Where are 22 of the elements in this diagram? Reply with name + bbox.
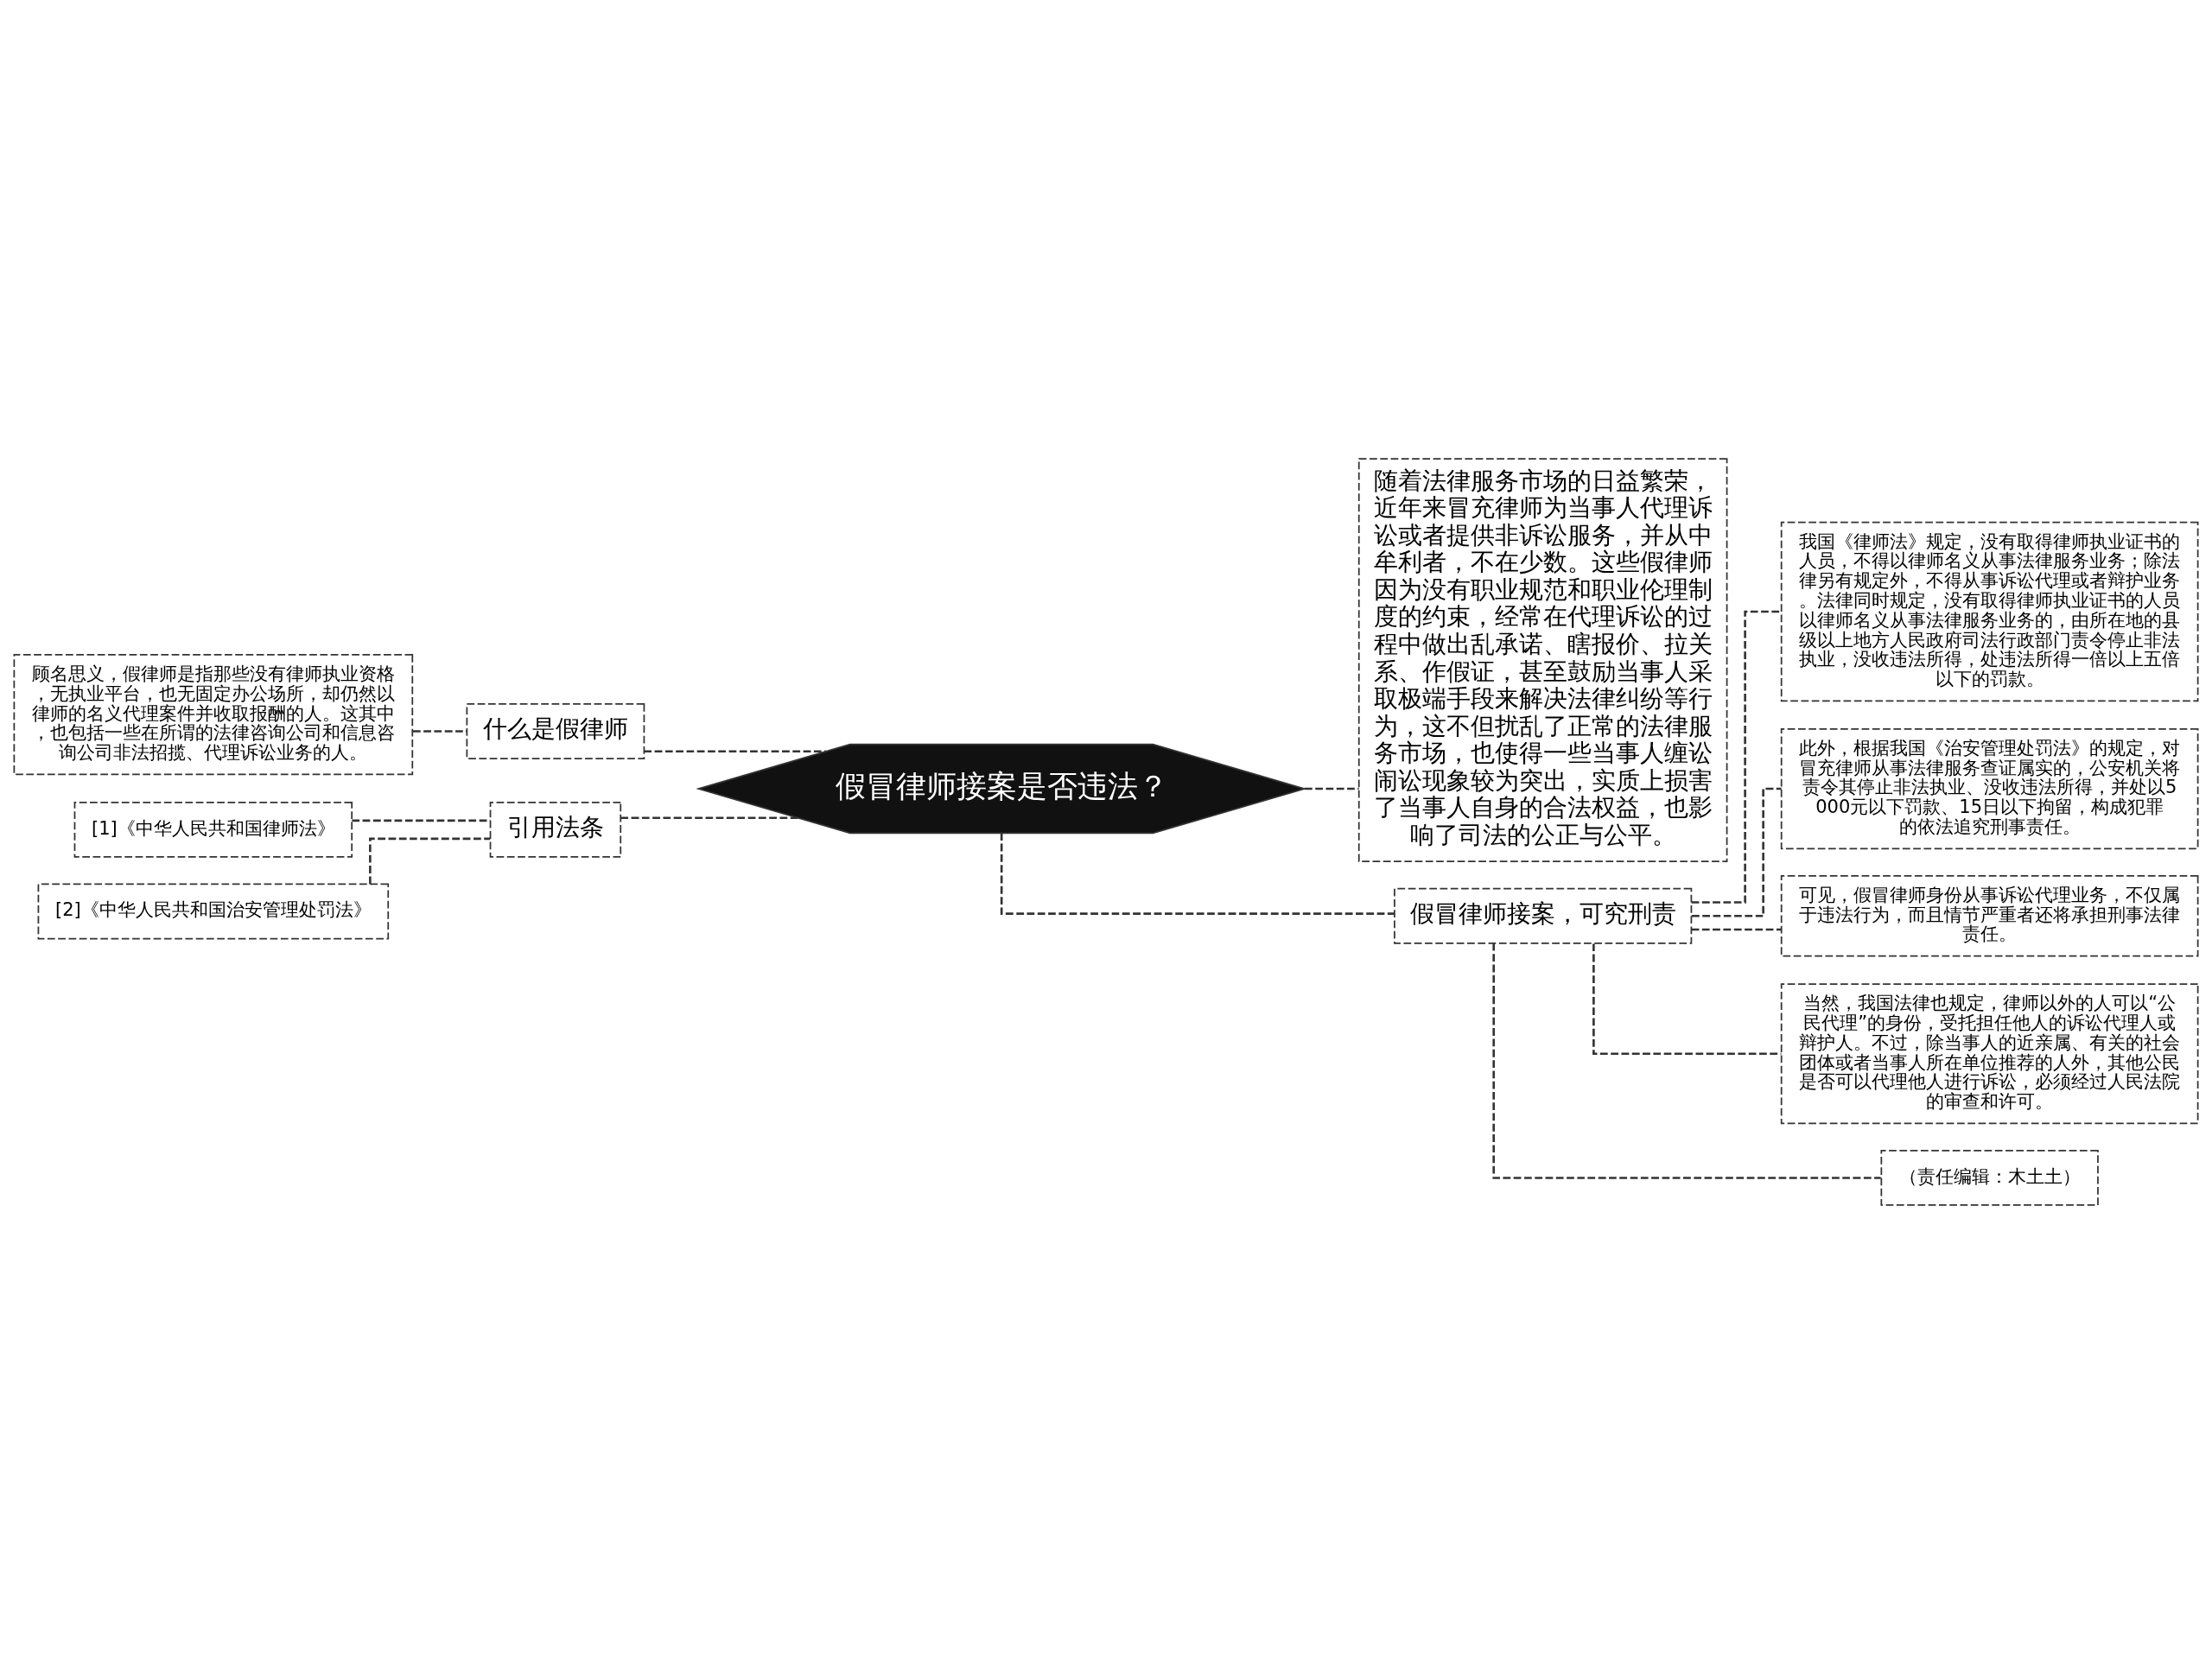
connector [369, 837, 491, 884]
node-box: 顾名思义，假律师是指那些没有律师执业资格，无执业平台，也无固定办公场所，却仍然以律师的名义代理案件并收取报酬的人。这其中，也包括一些在所谓的法律咨询公司和信息咨询公司非法招揽、代理诉讼业务的人。 [13, 653, 414, 775]
connector [1000, 832, 1395, 915]
connector [1691, 610, 1782, 904]
node-box: 我国《律师法》规定，没有取得律师执业证书的人员，不得以律师名义从事法律服务业务；除法律另有规定外，不得从事诉讼代理或者辩护业务。法律同时规定，没有取得律师执业证书的人员以律师名义从事法律服务业务的，由所在地的县级以上地方人民政府司法行政部门责令停止非法执业，没收违法所得，处违法所得一倍以上五倍以下的罚款。 [1780, 521, 2199, 701]
connector [1691, 928, 1782, 930]
node-box: 什么是假律师 [466, 702, 645, 759]
connector [1492, 943, 1881, 1179]
node-box: （责任编辑：木土土） [1880, 1149, 2099, 1206]
connector [644, 749, 826, 752]
connector [620, 816, 798, 819]
node-box: 随着法律服务市场的日益繁荣，近年来冒充律师为当事人代理诉讼或者提供非诉讼服务，并从中牟利者，不在少数。这些假律师因为没有职业规范和职业伦理制度的约束，经常在代理诉讼的过程中做出乱承诺、瞎报价、拉关系、作假证，甚至鼓励当事人采取极端手段来解决法律纠纷等行为，这不但扰乱了正常的法律服务市场，也使得一些当事人缠讼闹讼现象较为突出，实质上损害了当事人自身的合法权益，也影响了司法的公正与公平。 [1357, 457, 1728, 862]
node-box: [1]《中华人民共和国律师法》 [73, 801, 353, 858]
node-box: 此外，根据我国《治安管理处罚法》的规定，对冒充律师从事法律服务查证属实的，公安机关将责令其停止非法执业、没收违法所得，并处以5000元以下罚款、15日以下拘留，构成犯罪的依法追究刑事责任。 [1780, 727, 2199, 849]
node-box: 可见，假冒律师身份从事诉讼代理业务，不仅属于违法行为，而且情节严重者还将承担刑事法律责任。 [1780, 874, 2199, 957]
connector [1304, 787, 1359, 790]
node-box: [2]《中华人民共和国治安管理处罚法》 [37, 883, 390, 939]
connector [1691, 787, 1782, 917]
node-box: 假冒律师接案，可究刑责 [1394, 887, 1693, 944]
node-box: 引用法条 [489, 801, 622, 858]
node-box: 当然，我国法律也规定，律师以外的人可以“公民代理”的身份，受托担任他人的诉讼代理人或辩护人。不过，除当事人的近亲属、有关的社会团体或者当事人所在单位推荐的人外，其他公民是否可以代理他人进行诉讼，必须经过人民法院的审查和许可。 [1780, 982, 2199, 1124]
connector [412, 729, 467, 733]
